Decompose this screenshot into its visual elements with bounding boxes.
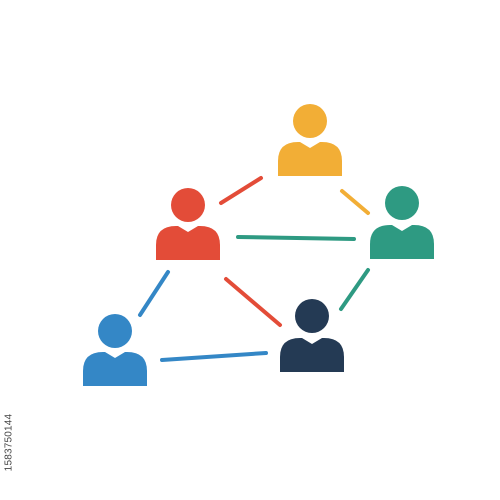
connection-links bbox=[138, 176, 370, 362]
link-blue-navy bbox=[160, 351, 268, 362]
link-red-navy bbox=[224, 277, 282, 327]
person-blue-icon bbox=[83, 314, 147, 386]
link-red-blue bbox=[138, 270, 170, 317]
link-green-navy bbox=[339, 268, 370, 311]
person-red-icon bbox=[156, 188, 220, 260]
person-navy-icon bbox=[280, 299, 344, 372]
link-yellow-green bbox=[340, 189, 370, 215]
link-red-yellow bbox=[219, 176, 263, 205]
stock-image-id-text: 1583750144 bbox=[3, 413, 15, 471]
stock-image-id: 1583750144 bbox=[2, 387, 16, 497]
link-red-green bbox=[236, 235, 356, 241]
person-yellow-icon bbox=[278, 104, 342, 176]
person-green-icon bbox=[370, 186, 434, 259]
